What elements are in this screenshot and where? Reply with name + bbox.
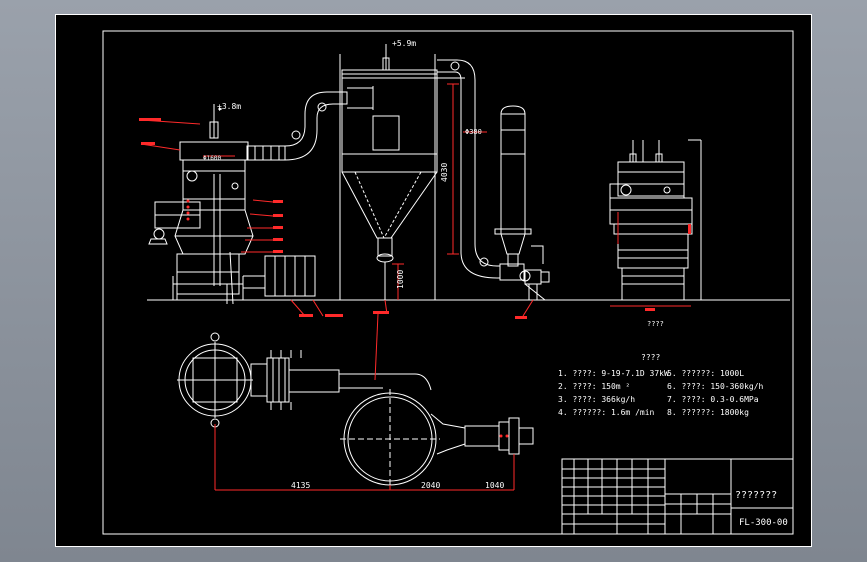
spec-item: 6. ????: 150-360kg/h [667, 382, 764, 391]
title-block: ??????? FL-300-00 [561, 458, 794, 535]
bag-filter [333, 44, 500, 300]
spec-item: 5. ??????: 1000L [667, 369, 744, 378]
granulator-dryer [148, 91, 334, 305]
inner-frame [102, 30, 794, 535]
drawing-sheet: +5.9m +3.8m Φ1600 Φ380 4030 1000 4135 20… [55, 14, 812, 547]
exhaust-fan [494, 105, 550, 301]
dim-pipe-diameter: Φ380 [465, 128, 482, 136]
plan-view [177, 332, 534, 491]
spec-title: ???? [641, 353, 660, 362]
annotation-marks [139, 118, 691, 319]
spec-item: 8. ??????: 1800kg [667, 408, 749, 417]
spec-list: ???? 1. ????: 9-19-7.1D 37kW 2. ????: 15… [558, 353, 764, 417]
dim-plan-1040: 1040 [485, 481, 504, 490]
side-view [609, 139, 705, 307]
dim-vertical-1000: 1000 [396, 270, 405, 289]
drawing-name: ??????? [735, 490, 777, 501]
dim-vertical-4030: 4030 [440, 163, 449, 182]
dim-left-exhaust: +3.8m [217, 102, 241, 111]
spec-item: 4. ??????: 1.6m /min [558, 408, 655, 417]
spec-item: 2. ????: 150m ² [558, 382, 630, 391]
dim-top-exhaust: +5.9m [392, 39, 416, 48]
drawing-number: FL-300-00 [739, 518, 788, 528]
drawing-canvas: +5.9m +3.8m Φ1600 Φ380 4030 1000 4135 20… [55, 14, 812, 547]
dim-plan-2040: 2040 [421, 481, 440, 490]
spec-item: 1. ????: 9-19-7.1D 37kW [558, 369, 669, 378]
spec-item: 3. ????: 366kg/h [558, 395, 635, 404]
side-view-label: ???? [647, 320, 664, 328]
dimension-lines [140, 83, 691, 381]
spec-item: 7. ????: 0.3-0.6MPa [667, 395, 759, 404]
dim-dryer-diameter: Φ1600 [203, 155, 221, 162]
outer-frame [55, 14, 812, 547]
dim-plan-4135: 4135 [291, 481, 310, 490]
